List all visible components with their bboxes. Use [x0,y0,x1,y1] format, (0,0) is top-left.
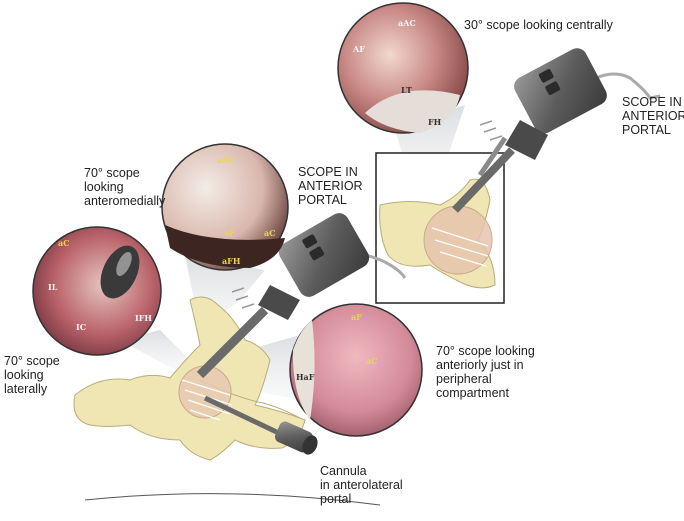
skin-contour [84,493,381,506]
inset-capsule-lines [431,227,489,267]
label-lat-il: IL [48,282,58,292]
label-per-ac: aC [366,356,378,366]
label-top-aac: aAC [398,18,416,28]
label-per-af: aF [351,312,362,322]
caption-70-anteromedial: 70° scope looking anteromedially [84,166,166,208]
caption-70-laterally: 70° scope looking laterally [4,354,60,396]
caption-scope-anterior-top: SCOPE IN ANTERIOR PORTAL [622,95,684,137]
label-am-af: aF [224,228,235,238]
inset-femoral-head [423,205,493,275]
caption-70-peripheral: 70° scope looking anteriorly just in per… [436,344,535,400]
label-lat-ic: IC [76,322,87,332]
label-top-af: AF [353,44,365,54]
label-per-haf: HaF [296,372,315,382]
cannula [203,395,318,455]
view-top-femoral-head [365,90,460,133]
label-lat-ac: aC [58,238,70,248]
label-lat-ifh: IFH [135,313,152,323]
label-am-afh: aFH [222,256,241,266]
view-peripheral-surface [292,320,315,420]
caption-scope-anterior-mid: SCOPE IN ANTERIOR PORTAL [298,165,363,207]
scope-anterior-top [452,48,661,213]
scope-anterior-mid [196,213,407,379]
label-top-fh: FH [428,117,442,127]
label-am-aac: aAC [217,155,235,165]
label-top-lt: LT [401,85,412,95]
view-peripheral [289,303,423,437]
caption-cannula: Cannula in anterolateral portal [320,464,403,506]
caption-30-scope: 30° scope looking centrally [464,18,613,32]
view-anteromedial-surface [165,225,285,268]
label-am-ac: aC [264,228,276,238]
